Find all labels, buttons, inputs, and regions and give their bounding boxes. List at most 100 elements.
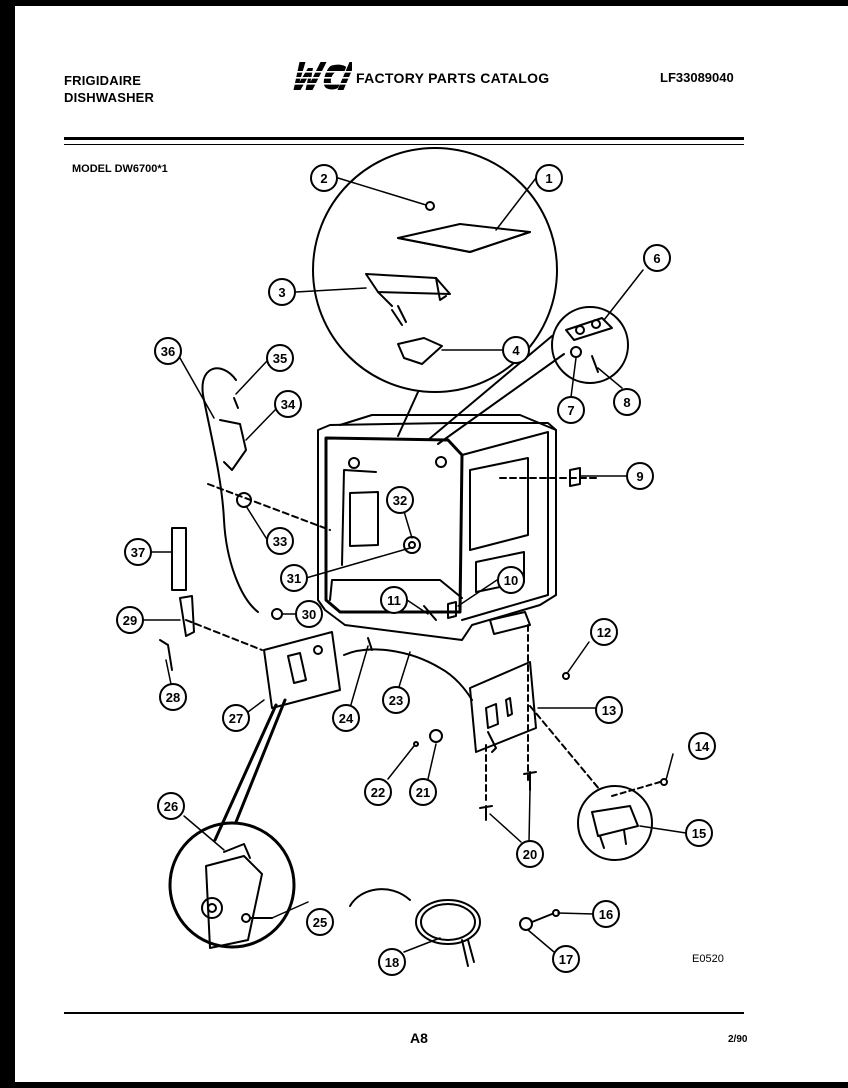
- callout-number: 14: [695, 739, 710, 754]
- callout-number: 7: [567, 403, 574, 418]
- door-switch-parts: [365, 201, 531, 365]
- callout-31: 31: [280, 564, 308, 592]
- callout-21: 21: [409, 778, 437, 806]
- callout-number: 6: [653, 251, 660, 266]
- callout-1: 1: [535, 164, 563, 192]
- brand-name: FRIGIDAIRE: [64, 73, 142, 88]
- wire-harness: [343, 637, 473, 701]
- callout-28: 28: [159, 683, 187, 711]
- callout-bubble: [590, 618, 618, 646]
- callout-11: 11: [380, 586, 408, 614]
- callout-bubble: [159, 683, 187, 711]
- callout-bubble: [306, 908, 334, 936]
- callout-group: 1234678910111213141516171820212223242526…: [116, 164, 716, 976]
- detail-circle-hinge: [551, 306, 629, 384]
- callout-30: 30: [295, 600, 323, 628]
- callout-number: 37: [131, 545, 145, 560]
- pointer-line: [529, 705, 601, 791]
- callout-13: 13: [595, 696, 623, 724]
- callout-number: 9: [636, 469, 643, 484]
- callout-4: 4: [502, 336, 530, 364]
- callout-bubble: [380, 586, 408, 614]
- header-rule: [64, 137, 744, 140]
- thermostat-parts: [591, 778, 668, 849]
- pointer-line: [437, 353, 565, 445]
- tub-frame: [317, 414, 557, 641]
- callout-bubble: [688, 732, 716, 760]
- callout-36: 36: [154, 337, 182, 365]
- callout-18: 18: [378, 948, 406, 976]
- callout-bubble: [280, 564, 308, 592]
- callout-number: 28: [166, 690, 180, 705]
- callout-bubble: [502, 336, 530, 364]
- callout-25: 25: [306, 908, 334, 936]
- callout-bubble: [516, 840, 544, 868]
- pointer-line: [234, 698, 287, 824]
- callout-bubble: [116, 606, 144, 634]
- callout-number: 22: [371, 785, 385, 800]
- callout-8: 8: [613, 388, 641, 416]
- callout-number: 30: [302, 607, 316, 622]
- callout-number: 13: [602, 703, 616, 718]
- page-date: 2/90: [728, 1034, 748, 1045]
- callout-number: 15: [692, 826, 706, 841]
- fill-hose: [201, 367, 331, 613]
- callout-number: 26: [164, 799, 178, 814]
- callout-22: 22: [364, 778, 392, 806]
- access-panel-27: [185, 619, 341, 709]
- screws-20: [413, 729, 537, 821]
- callout-number: 12: [597, 625, 611, 640]
- callout-number: 27: [229, 711, 243, 726]
- callout-number: 32: [393, 493, 407, 508]
- model-label: MODEL DW6700*1: [72, 163, 168, 175]
- callout-bubble: [124, 538, 152, 566]
- callout-number: 34: [281, 397, 296, 412]
- callout-26: 26: [157, 792, 185, 820]
- callout-number: 29: [123, 613, 137, 628]
- callout-number: 25: [313, 915, 327, 930]
- callout-3: 3: [268, 278, 296, 306]
- callout-bubble: [643, 244, 671, 272]
- callout-9: 9: [626, 462, 654, 490]
- callout-number: 3: [278, 285, 285, 300]
- callout-number: 31: [287, 571, 301, 586]
- callout-27: 27: [222, 704, 250, 732]
- wci-logo: [290, 62, 352, 90]
- callout-bubble: [685, 819, 713, 847]
- pointer-line: [427, 335, 553, 441]
- small-parts: [159, 467, 601, 680]
- callout-bubble: [378, 948, 406, 976]
- callout-7: 7: [557, 396, 585, 424]
- brand-block: FRIGIDAIRE DISHWASHER: [64, 72, 154, 106]
- callout-number: 23: [389, 693, 403, 708]
- callout-number: 4: [512, 343, 520, 358]
- callout-number: 21: [416, 785, 430, 800]
- access-panel-13: [469, 624, 537, 801]
- callout-number: 8: [623, 395, 630, 410]
- callout-number: 17: [559, 952, 573, 967]
- water-valve-parts: [201, 843, 273, 949]
- appliance-type: DISHWASHER: [64, 90, 155, 105]
- callout-bubble: [154, 337, 182, 365]
- callout-bubble: [595, 696, 623, 724]
- callout-37: 37: [124, 538, 152, 566]
- callout-number: 36: [161, 344, 175, 359]
- callout-bubble: [613, 388, 641, 416]
- callout-bubble: [535, 164, 563, 192]
- callout-15: 15: [685, 819, 713, 847]
- callout-bubble: [222, 704, 250, 732]
- callout-bubble: [157, 792, 185, 820]
- callout-bubble: [382, 686, 410, 714]
- callout-number: 20: [523, 847, 537, 862]
- callout-23: 23: [382, 686, 410, 714]
- callout-20: 20: [516, 840, 544, 868]
- catalog-title: FACTORY PARTS CATALOG: [356, 70, 550, 86]
- callout-number: 16: [599, 907, 613, 922]
- callout-number: 2: [320, 171, 327, 186]
- callout-24: 24: [332, 704, 360, 732]
- diagram-code: E0520: [692, 953, 724, 965]
- callout-bubble: [332, 704, 360, 732]
- callout-bubble: [295, 600, 323, 628]
- callout-bubble: [592, 900, 620, 928]
